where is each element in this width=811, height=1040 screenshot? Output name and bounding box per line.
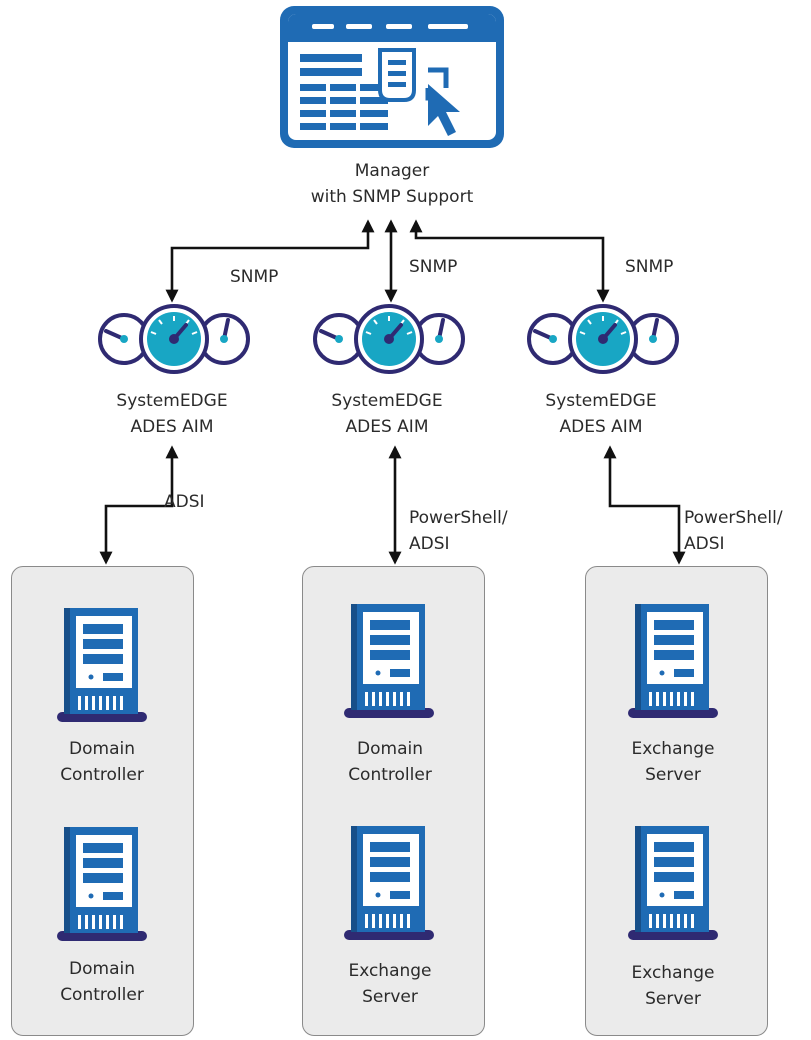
- agent-module: ADES AIM: [559, 417, 643, 437]
- server-label-line: Exchange: [348, 961, 432, 981]
- server-label-line: Controller: [348, 765, 432, 785]
- agent-name: SystemEDGE: [331, 391, 443, 411]
- snmp-label-2: SNMP: [409, 257, 458, 277]
- agent-label-3: SystemEDGE ADES AIM: [521, 388, 681, 440]
- server-icon: [627, 604, 719, 724]
- server-label: Domain Controller: [310, 736, 470, 788]
- snmp-label-1: SNMP: [230, 267, 279, 287]
- agent-name: SystemEDGE: [116, 391, 228, 411]
- manager-name: Manager: [354, 161, 430, 181]
- server-label: Domain Controller: [22, 956, 182, 1008]
- server-label-line: Domain: [69, 959, 135, 979]
- protocol-line: ADSI: [409, 534, 450, 554]
- protocol-label-1: ADSI: [164, 489, 205, 515]
- server-label-line: Domain: [69, 739, 135, 759]
- server-icon: [56, 827, 148, 947]
- snmp-label-3: SNMP: [625, 257, 674, 277]
- manager-label: Manager with SNMP Support: [270, 158, 514, 210]
- adsi-link-3: [603, 445, 686, 565]
- agent-label-2: SystemEDGE ADES AIM: [307, 388, 467, 440]
- server-icon: [343, 604, 435, 724]
- server-label-line: Exchange: [631, 739, 715, 759]
- manager-subtitle: with SNMP Support: [310, 187, 474, 207]
- server-label-line: Server: [645, 765, 701, 785]
- agent-name: SystemEDGE: [545, 391, 657, 411]
- protocol-line: ADSI: [164, 492, 205, 512]
- management-console-icon: [278, 4, 506, 150]
- snmp-link-1: [165, 219, 375, 303]
- snmp-link-3: [409, 219, 610, 303]
- server-label-line: Controller: [60, 985, 144, 1005]
- server-label: Exchange Server: [310, 958, 470, 1010]
- gauges-icon: [309, 304, 469, 374]
- adsi-link-1: [99, 445, 179, 565]
- server-label: Exchange Server: [593, 736, 753, 788]
- server-label-line: Server: [362, 987, 418, 1007]
- protocol-line: ADSI: [684, 534, 725, 554]
- protocol-label-3: PowerShell/ ADSI: [684, 505, 783, 557]
- gauges-icon: [523, 304, 683, 374]
- gauges-icon: [94, 304, 254, 374]
- protocol-line: PowerShell/: [409, 508, 508, 528]
- server-label-line: Domain: [357, 739, 423, 759]
- server-icon: [56, 608, 148, 728]
- agent-module: ADES AIM: [345, 417, 429, 437]
- server-icon: [343, 826, 435, 946]
- server-icon: [627, 826, 719, 946]
- server-label-line: Controller: [60, 765, 144, 785]
- server-label-line: Server: [645, 989, 701, 1009]
- agent-label-1: SystemEDGE ADES AIM: [92, 388, 252, 440]
- protocol-label-2: PowerShell/ ADSI: [409, 505, 508, 557]
- server-label: Domain Controller: [22, 736, 182, 788]
- server-label: Exchange Server: [593, 960, 753, 1012]
- protocol-line: PowerShell/: [684, 508, 783, 528]
- server-label-line: Exchange: [631, 963, 715, 983]
- agent-module: ADES AIM: [130, 417, 214, 437]
